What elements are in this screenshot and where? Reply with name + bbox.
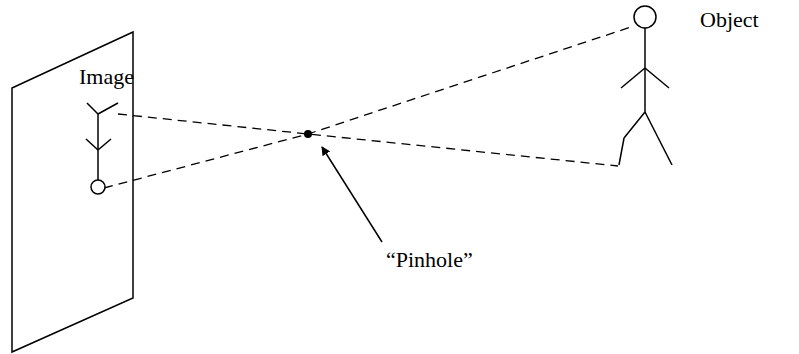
pinhole-label: “Pinhole” xyxy=(386,248,473,272)
light-rays xyxy=(104,26,634,188)
pinhole-dot xyxy=(304,130,312,138)
object-label: Object xyxy=(700,8,759,32)
plane-label: Image xyxy=(79,65,134,89)
pointer-arrow xyxy=(322,147,382,242)
image-plane: Image xyxy=(10,28,136,354)
object-figure xyxy=(619,6,672,165)
inverted-image-figure xyxy=(86,103,118,194)
